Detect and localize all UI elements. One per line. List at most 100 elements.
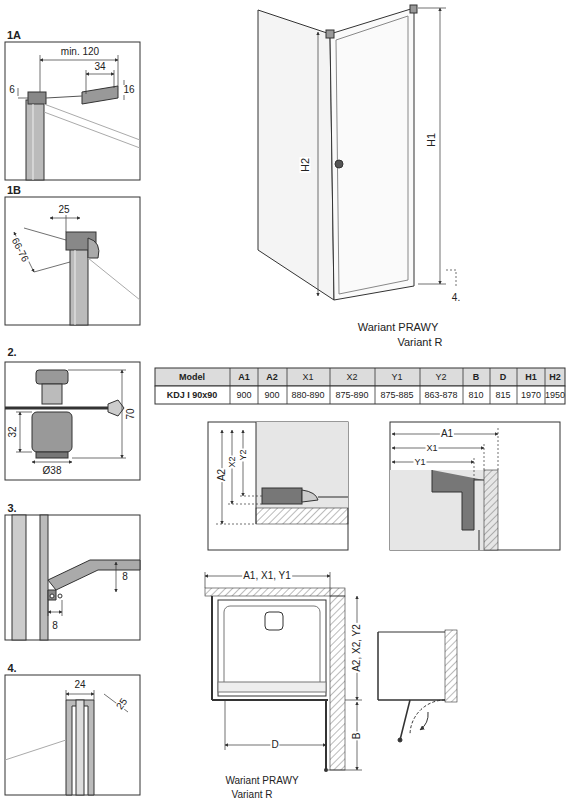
profile-1a-part (26, 100, 44, 180)
plan-view (205, 588, 345, 772)
seal-profile-part (12, 515, 26, 640)
dimension-lines-1a-part (18, 88, 19, 96)
dimension-lines-right-part (498, 428, 499, 470)
dimension-lines-plan-part (205, 572, 206, 588)
callout-number: 1A (6, 30, 22, 41)
variant-label: Wariant PRAWY (357, 322, 439, 333)
dimension-label: Ø38 (42, 466, 63, 476)
spec-table-part-part (420, 368, 421, 404)
detail-frames-part (5, 675, 140, 795)
dimension-lines-left-part (243, 430, 244, 496)
seal-profile-part (50, 594, 54, 598)
door-swing-plan-part (377, 632, 379, 700)
dimension-label: D (270, 740, 279, 750)
detail-frames-part (5, 197, 140, 325)
shower-enclosure-part (335, 160, 343, 168)
dimension-label: B (352, 732, 362, 741)
table-header: X1 (301, 373, 314, 382)
dimension-lines-3-part (62, 600, 63, 616)
dimension-lines-main-part (446, 270, 456, 288)
dimension-lines-plan-part (328, 770, 362, 771)
shower-enclosure-part (330, 8, 414, 300)
dimension-label: 25 (114, 696, 130, 712)
u-channel-part (76, 700, 84, 795)
shower-enclosure (258, 5, 417, 300)
dimension-lines-2-part (32, 462, 72, 463)
plan-view-part (325, 700, 327, 770)
table-cell: 875-885 (379, 391, 414, 400)
detail-wall-left-part (302, 490, 318, 502)
profile-1a-part (44, 112, 140, 148)
door-swing-plan-part (378, 699, 410, 701)
knob-part (36, 370, 68, 384)
table-header: B (472, 373, 481, 382)
callout-number: 1B (6, 185, 22, 196)
dimension-lines-main-part (318, 32, 319, 296)
dimension-lines-main (318, 8, 456, 296)
spec-table-part-part (230, 368, 231, 404)
shower-enclosure-part (336, 16, 408, 294)
table-cell: 1970 (520, 391, 542, 400)
dimension-lines-1b-part (34, 262, 70, 272)
profile-1a (26, 86, 140, 180)
seal-profile-part (48, 590, 56, 600)
table-cell: 863-878 (423, 391, 458, 400)
table-cell: 880-890 (290, 391, 325, 400)
dimension-lines-1b-part (66, 214, 67, 232)
detail-frames-part (5, 515, 140, 640)
dimension-lines-right-part (474, 458, 475, 480)
dimension-lines-right-part (484, 444, 485, 470)
dimension-lines-2-part (20, 412, 21, 452)
table-header: H1 (524, 373, 538, 382)
dimension-lines-plan-part (330, 572, 331, 596)
table-header: Model (178, 373, 206, 382)
dimension-label: 8 (121, 572, 129, 582)
callout-number: 3. (6, 503, 17, 514)
hinge-1b-part (75, 250, 76, 325)
dimension-lines-1a-part (40, 55, 41, 92)
dimension-lines-1a-part (18, 98, 28, 99)
dimension-lines-4-part (66, 690, 67, 700)
dimension-label: Y1 (413, 458, 426, 467)
dimension-lines-plan-part (225, 700, 226, 750)
u-channel-part (66, 700, 94, 795)
table-cell: 900 (235, 391, 252, 400)
detail-frames-part (5, 42, 140, 180)
callout-number: 2. (6, 347, 17, 358)
profile-1a-part (33, 104, 34, 180)
dimension-label: X2 (228, 455, 237, 468)
table-header: H2 (548, 373, 562, 382)
profile-1a-part (82, 86, 118, 104)
spec-table-part-part (375, 368, 376, 404)
dimension-label: A2, X2, Y2 (352, 623, 362, 673)
table-header: X2 (345, 373, 358, 382)
table-header: Y2 (434, 373, 447, 382)
door-swing-plan-part (398, 738, 402, 742)
detail-wall-left (208, 422, 348, 550)
dimension-lines-1a-part (118, 55, 119, 86)
dimension-lines-4-part (66, 694, 94, 695)
knob-part (36, 452, 68, 458)
dimension-lines-3 (48, 562, 116, 616)
seal-profile-part (40, 515, 48, 640)
table-cell: KDJ I 90x90 (166, 391, 219, 400)
dimension-lines-4-part (94, 690, 95, 700)
dimension-lines-1a-part (86, 74, 114, 75)
spec-table-part-part (287, 368, 288, 404)
spec-table-part-part (258, 368, 259, 404)
detail-wall-left-part (256, 422, 348, 508)
dimension-lines-1a-part (40, 60, 118, 61)
table-cell: 815 (494, 391, 511, 400)
dimension-lines-right (392, 428, 498, 480)
knob-part (32, 412, 72, 452)
detail-wall-right-part (390, 470, 498, 550)
door-swing-plan-part (400, 700, 410, 740)
dimension-lines-2-part (122, 370, 123, 458)
detail-wall-right-part (478, 530, 480, 550)
spec-table-part (230, 368, 545, 404)
dimension-lines-main-part (418, 284, 446, 285)
hinge-1b (66, 232, 140, 325)
dimension-lines-left-part (228, 504, 262, 505)
detail-frames (5, 42, 140, 795)
plan-view-part (211, 596, 213, 700)
